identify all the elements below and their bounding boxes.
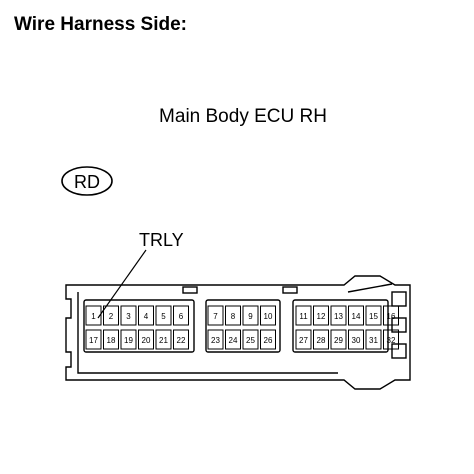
pin-number: 6 xyxy=(179,312,184,321)
pin-cavity xyxy=(207,329,224,350)
color-code-text: RD xyxy=(74,172,100,192)
pin-cavity xyxy=(260,305,276,326)
pin-cavity xyxy=(138,329,154,350)
pin-number: 22 xyxy=(177,336,186,345)
pin-cavity xyxy=(173,305,189,326)
pin-number: 20 xyxy=(142,336,151,345)
pin-cavity xyxy=(103,305,119,326)
pin-number: 17 xyxy=(89,336,98,345)
pin-cavity xyxy=(138,305,154,326)
pin-number: 3 xyxy=(126,312,131,321)
pin-cavity xyxy=(295,305,312,326)
pin-block-1 xyxy=(83,299,195,353)
pin-cavity xyxy=(260,329,276,350)
pin-cavity xyxy=(383,329,399,350)
pin-cavity xyxy=(120,329,137,350)
pin-block-2 xyxy=(205,299,281,353)
diagram-title: Wire Harness Side: xyxy=(14,14,188,35)
pin-number: 31 xyxy=(369,336,378,345)
pin-number: 24 xyxy=(229,336,238,345)
pin-number: 32 xyxy=(387,336,396,345)
pin-cavity xyxy=(173,329,189,350)
pin-cavity xyxy=(207,305,224,326)
pin-cavity xyxy=(103,329,119,350)
pin-cavity xyxy=(330,329,347,350)
pin-number: 28 xyxy=(317,336,326,345)
pin-number: 10 xyxy=(264,312,273,321)
connector-housing xyxy=(65,275,411,390)
pin-cavity xyxy=(155,329,172,350)
pin-number: 23 xyxy=(211,336,220,345)
pin-number: 29 xyxy=(334,336,343,345)
top-latch-left xyxy=(182,286,198,294)
top-latch-right xyxy=(282,286,298,294)
pin-number: 15 xyxy=(369,312,378,321)
color-code-oval xyxy=(61,166,113,196)
pin-number: 13 xyxy=(334,312,343,321)
pin-cavity xyxy=(330,305,347,326)
connector-outline xyxy=(65,275,411,390)
pin-cavity xyxy=(383,305,399,326)
pin-number: 16 xyxy=(387,312,396,321)
pin-number: 8 xyxy=(231,312,236,321)
pin-cavity xyxy=(155,305,172,326)
pin-number: 21 xyxy=(159,336,168,345)
pin-number: 9 xyxy=(248,312,253,321)
pin-number: 1 xyxy=(91,312,96,321)
pin-cavity xyxy=(313,305,329,326)
pin-number: 27 xyxy=(299,336,308,345)
pin-number: 30 xyxy=(352,336,361,345)
pin-cavity xyxy=(365,329,382,350)
connector-inner-rim xyxy=(77,283,393,374)
pin-number: 25 xyxy=(246,336,255,345)
callout-leader-line xyxy=(97,249,147,319)
pin-cavity xyxy=(348,329,364,350)
pin-number: 19 xyxy=(124,336,133,345)
pin-number: 18 xyxy=(107,336,116,345)
color-code-badge: RD xyxy=(61,166,113,196)
pin-number: 11 xyxy=(299,312,308,321)
pin-block-3 xyxy=(292,299,389,353)
side-key-top xyxy=(391,291,407,307)
pin-number: 4 xyxy=(144,312,149,321)
pin-cavity xyxy=(225,305,241,326)
pin-cavity xyxy=(348,305,364,326)
pin-number: 12 xyxy=(317,312,326,321)
pin-cavity xyxy=(295,329,312,350)
pin-cavity xyxy=(225,329,241,350)
pin-cavity xyxy=(313,329,329,350)
component-name: Main Body ECU RH xyxy=(0,106,474,128)
pin-number: 14 xyxy=(352,312,361,321)
pin-number: 26 xyxy=(264,336,273,345)
pin-number: 2 xyxy=(109,312,114,321)
pin-cavity xyxy=(242,329,259,350)
pin-cavity xyxy=(242,305,259,326)
pin-number: 5 xyxy=(161,312,166,321)
component-name-text: Main Body ECU RH xyxy=(159,106,327,127)
pin-cavity xyxy=(85,305,102,326)
callout-label: TRLY xyxy=(139,230,184,250)
pin-cavity xyxy=(85,329,102,350)
pin-cavity xyxy=(120,305,137,326)
pin-cavity xyxy=(365,305,382,326)
pin-number: 7 xyxy=(213,312,218,321)
